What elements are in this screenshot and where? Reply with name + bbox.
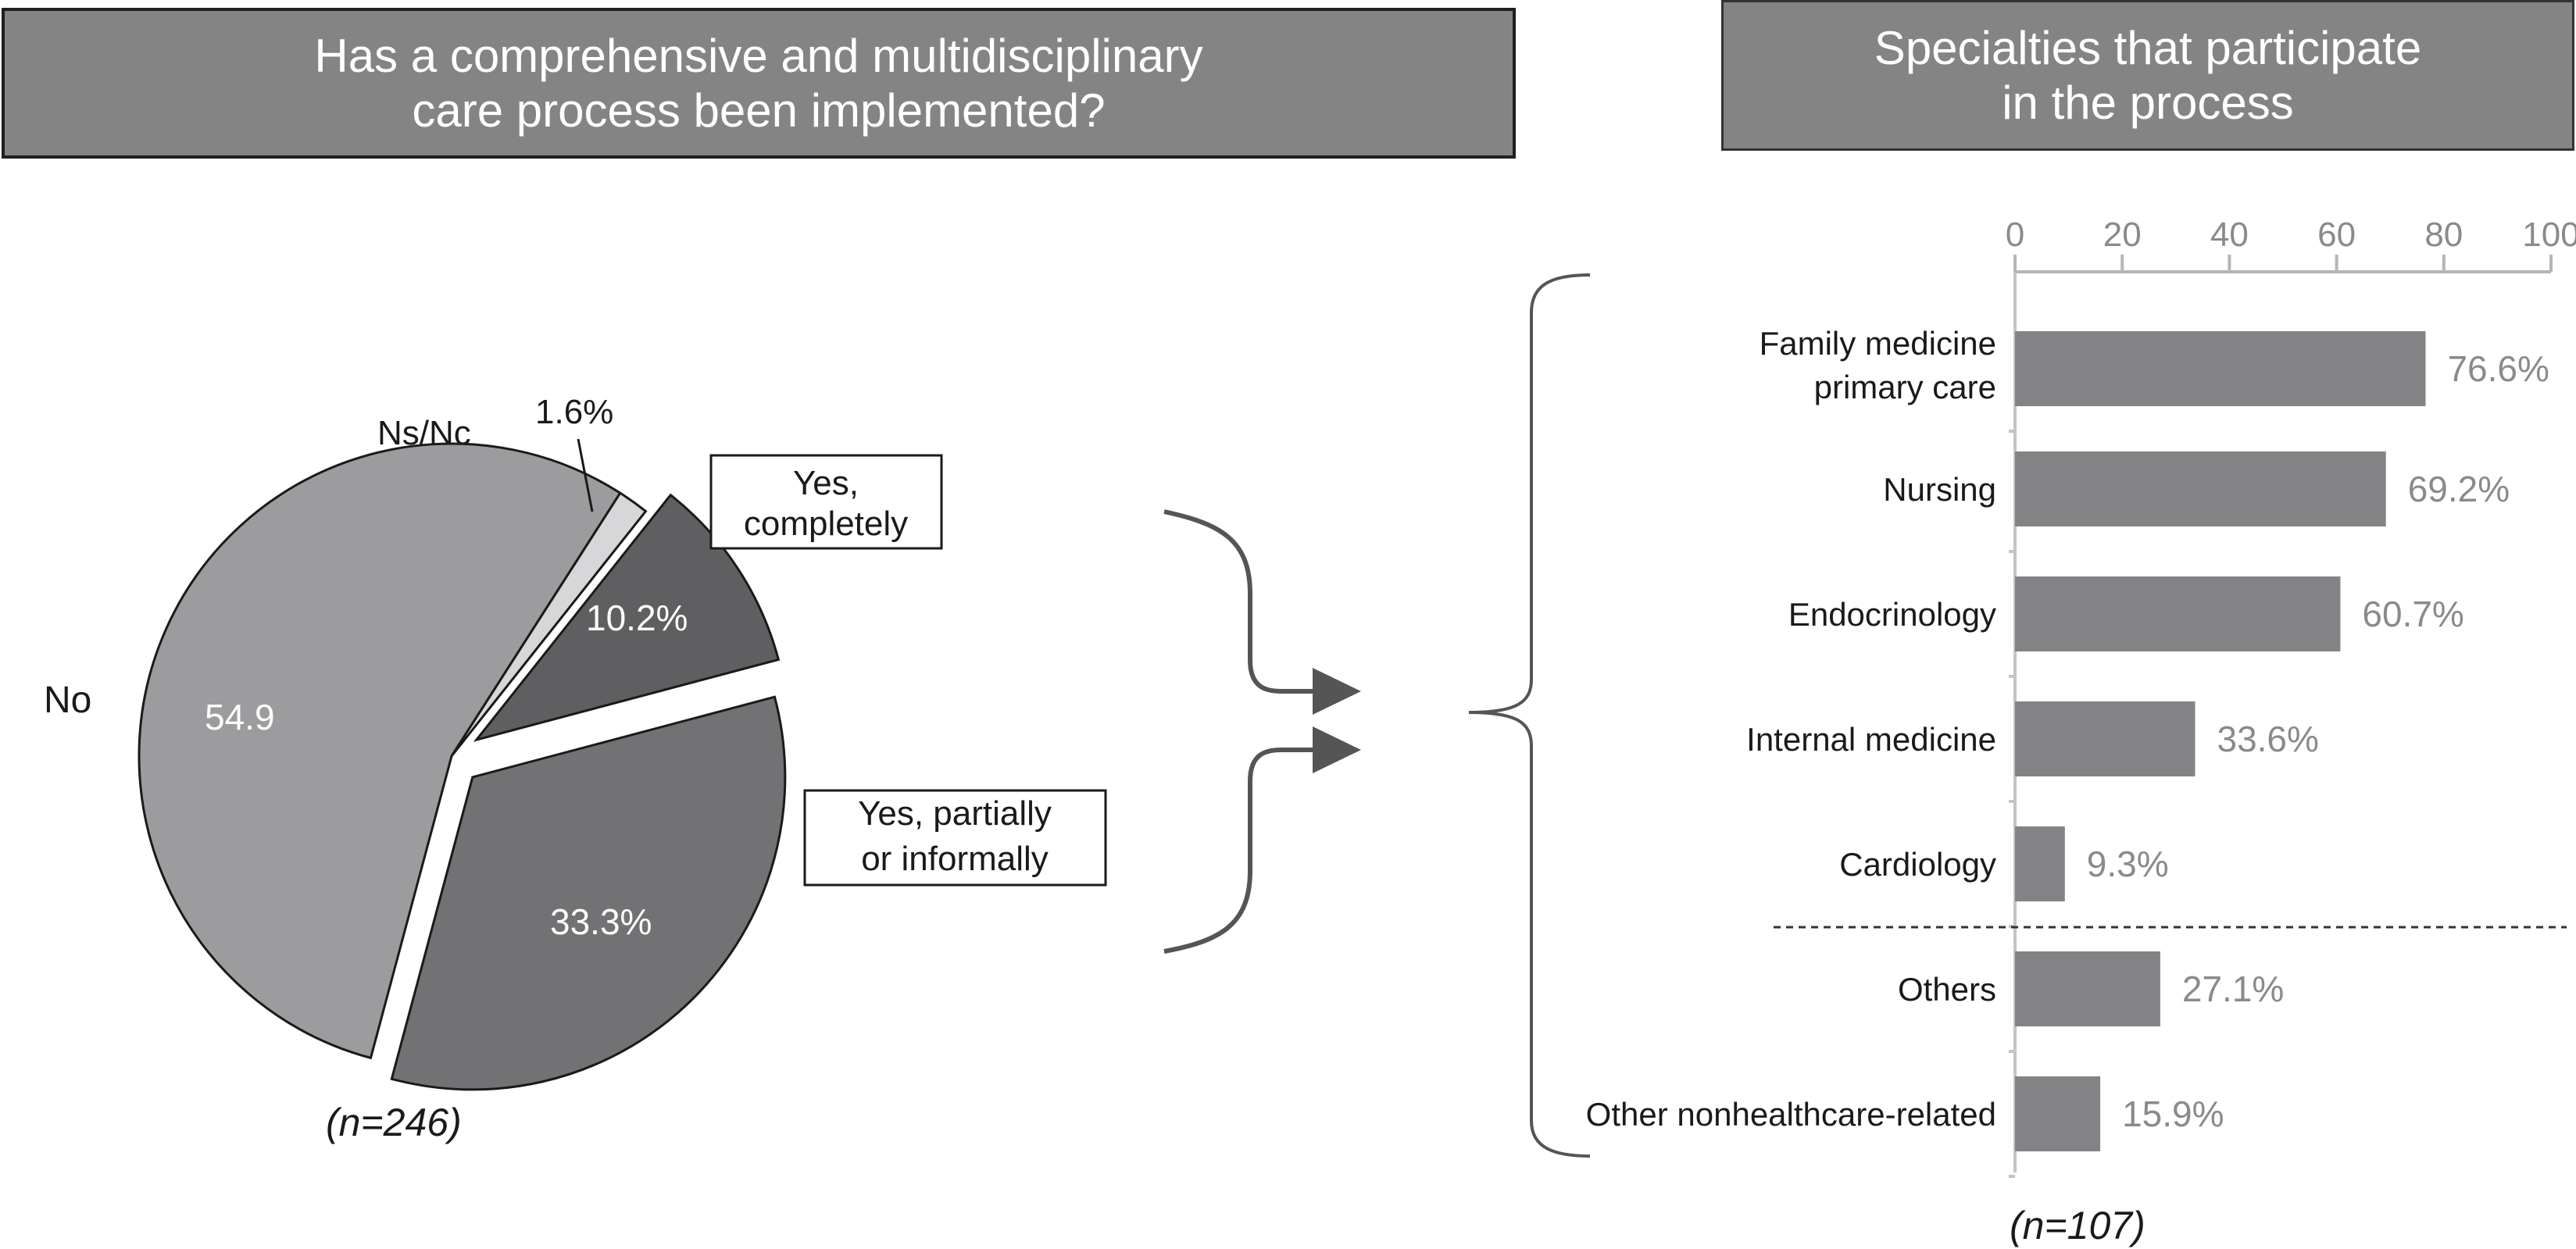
bar-value-label: 60.7% <box>2362 594 2463 634</box>
pie-chart-title: Has a comprehensive and multidisciplinar… <box>2 8 1516 159</box>
x-tick-label: 80 <box>2424 216 2463 254</box>
pie-slice-no <box>138 442 622 1060</box>
label-yes-completely-line-2: completely <box>744 505 908 543</box>
pie-title-line-2: care process been implemented? <box>412 84 1106 137</box>
category-label: Internal medicine <box>1746 721 1996 758</box>
bar <box>2015 1076 2101 1151</box>
arrow-lower-icon <box>1313 726 1361 773</box>
x-tick-label: 20 <box>2103 216 2142 254</box>
pie-value-yes-completely: 10.2% <box>586 598 688 638</box>
x-tick-label: 100 <box>2522 216 2576 254</box>
label-box-yes-partially <box>803 789 1107 887</box>
pie-slice-yes-completely <box>473 493 781 742</box>
nsnc-leader-line <box>577 438 594 512</box>
bar <box>2015 576 2341 651</box>
bar-chart-title: Specialties that participate in the proc… <box>1721 0 2574 151</box>
label-yes-partially-line-2: or informally <box>861 840 1049 878</box>
bar <box>2015 331 2426 406</box>
bar <box>2015 826 2065 901</box>
bar-value-label: 33.6% <box>2217 719 2318 759</box>
bar-value-label: 69.2% <box>2408 469 2510 509</box>
pie-chart <box>138 442 787 1091</box>
x-tick-label: 40 <box>2210 216 2249 254</box>
category-label: Other nonhealthcare-related <box>1586 1096 1996 1133</box>
bar <box>2015 951 2160 1026</box>
bar-sample-size: (n=107) <box>2010 1204 2145 1247</box>
label-yes-partially-line-1: Yes, partially <box>858 794 1052 833</box>
category-label: Cardiology <box>1839 846 1996 883</box>
category-label: Nursing <box>1883 471 1996 508</box>
category-label: Others <box>1898 971 1996 1008</box>
bar-value-label: 76.6% <box>2447 348 2549 389</box>
bar <box>2015 451 2386 526</box>
brace-upper <box>1163 509 1317 694</box>
pie-slice-yes-partially <box>390 695 787 1091</box>
pie-value-nsnc: 1.6% <box>535 393 613 431</box>
label-yes-completely-line-1: Yes, <box>793 464 859 502</box>
x-tick-label: 60 <box>2317 216 2356 254</box>
category-label: primary care <box>1814 369 1996 405</box>
arrow-upper-icon <box>1313 668 1361 715</box>
bar <box>2015 701 2195 776</box>
bar-chart-brace <box>1468 273 1591 1158</box>
pie-title-line-1: Has a comprehensive and multidisciplinar… <box>314 29 1203 82</box>
bar-chart: 0 20 40 60 80 100 76.6% Family medicine primary … <box>1586 216 2576 1178</box>
bar-value-label: 9.3% <box>2087 844 2169 884</box>
pie-value-no: 54.9 <box>205 697 275 737</box>
pie-sample-size: (n=246) <box>326 1101 462 1144</box>
brace-lower <box>1163 748 1317 954</box>
bar-title-line-1: Specialties that participate <box>1874 21 2422 74</box>
label-box-yes-completely <box>709 454 943 550</box>
pie-value-yes-partially: 33.3% <box>550 901 652 942</box>
bar-value-label: 15.9% <box>2122 1094 2224 1134</box>
bar-title-line-2: in the process <box>2002 76 2294 129</box>
pie-label-nsnc: Ns/Nc <box>377 414 471 452</box>
bar-value-label: 27.1% <box>2182 969 2284 1009</box>
pie-label-no: No <box>44 680 91 721</box>
pie-slice-nsnc <box>450 491 648 757</box>
x-tick-label: 0 <box>2006 216 2024 254</box>
category-label: Endocrinology <box>1788 596 1996 633</box>
category-label: Family medicine <box>1760 325 1996 362</box>
